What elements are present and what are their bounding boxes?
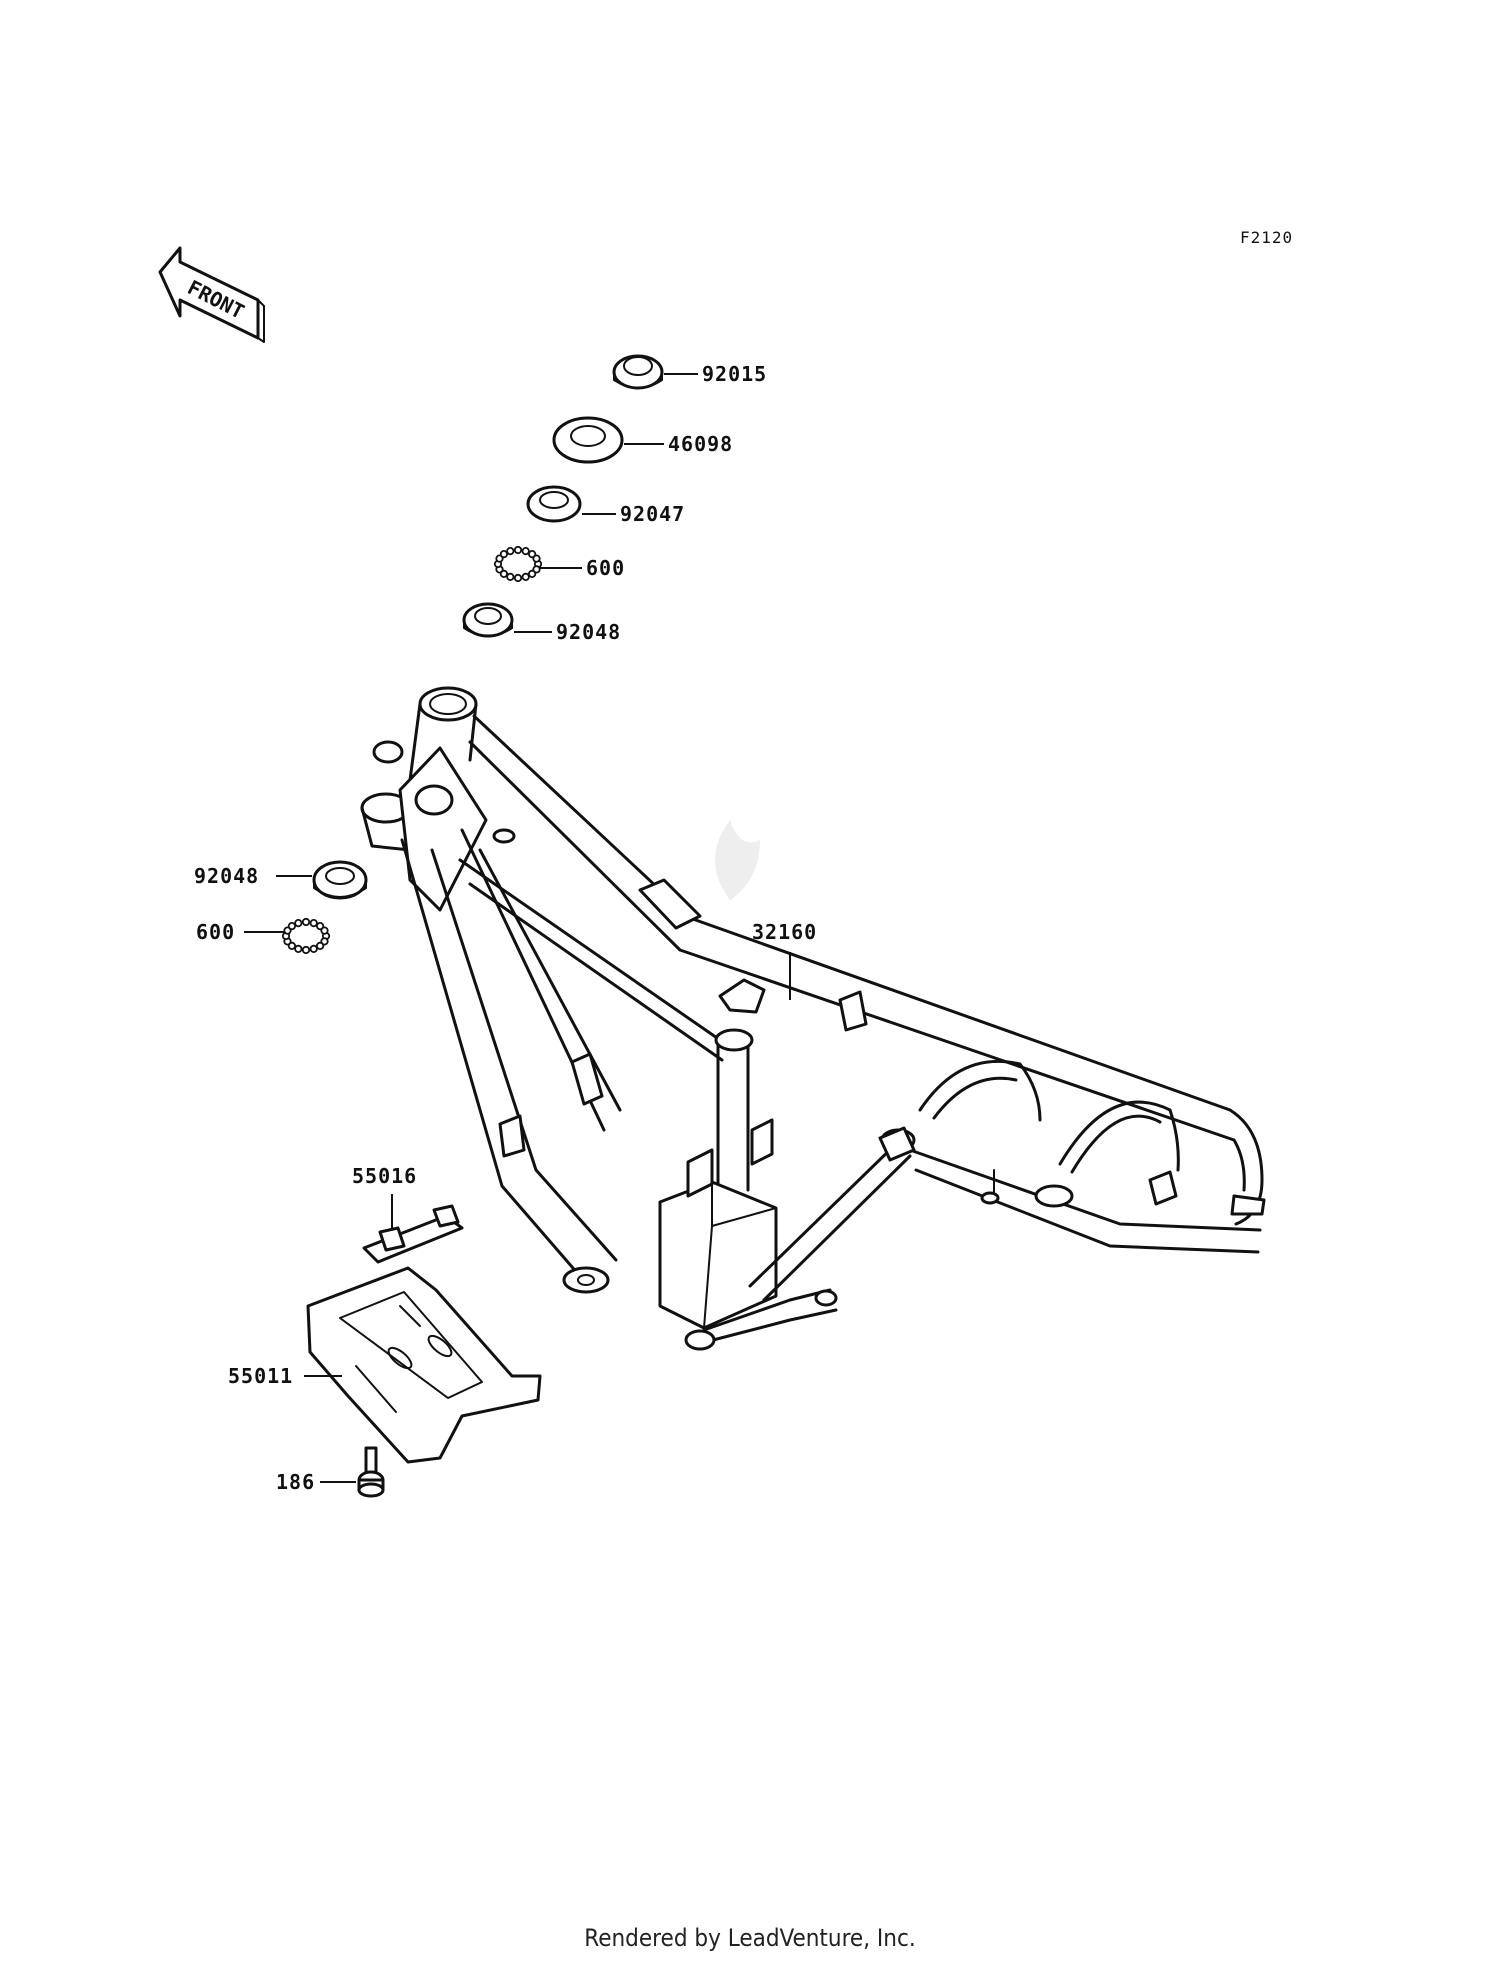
steel-ball-icon [513, 573, 523, 583]
part-label-32160[interactable]: 32160 [752, 920, 818, 944]
seal-icon [552, 416, 624, 464]
render-credit: Rendered by LeadVenture, Inc. [584, 1924, 916, 1952]
steel-ball-icon [513, 545, 523, 555]
part-label-55011[interactable]: 55011 [228, 1364, 294, 1388]
steel-ball-icon [315, 941, 325, 951]
steel-ball-icon [499, 549, 508, 559]
part-label-92015[interactable]: 92015 [702, 362, 768, 386]
frame-icon [360, 686, 1266, 1351]
part-label-600-top[interactable]: 600 [586, 556, 626, 580]
front-arrow-icon: FRONT [158, 246, 265, 343]
steering-stem-nut-icon [612, 354, 664, 390]
bolt-icon [357, 1446, 385, 1498]
part-label-46098[interactable]: 46098 [668, 432, 734, 456]
steel-ball-ring-icon [281, 917, 331, 955]
bearing-race-icon [526, 485, 582, 523]
steel-ball-icon [309, 918, 318, 928]
part-label-55016[interactable]: 55016 [352, 1164, 418, 1188]
steel-ball-icon [532, 554, 541, 563]
bracket-icon [362, 1204, 464, 1264]
steel-ball-icon [506, 546, 515, 556]
steel-ball-icon [287, 921, 296, 931]
steel-ball-icon [294, 918, 303, 928]
diagram-code: F2120 [1240, 228, 1294, 247]
part-label-92047[interactable]: 92047 [620, 502, 686, 526]
watermark-icon [715, 820, 760, 900]
bearing-race-icon [312, 860, 368, 900]
steel-ball-icon [521, 546, 530, 556]
part-label-186[interactable]: 186 [276, 1470, 316, 1494]
part-label-92048-left[interactable]: 92048 [194, 864, 260, 888]
steel-ball-icon [301, 945, 311, 955]
part-label-600-left[interactable]: 600 [196, 920, 236, 944]
steel-ball-icon [527, 569, 537, 579]
steel-ball-icon [301, 917, 311, 927]
bearing-race-icon [462, 602, 514, 638]
steel-ball-icon [506, 572, 515, 582]
skid-plate-icon [306, 1266, 542, 1464]
steel-ball-icon [320, 926, 329, 935]
part-label-92048-top[interactable]: 92048 [556, 620, 622, 644]
steel-ball-icon [294, 944, 303, 954]
steel-ball-ring-icon [493, 545, 543, 583]
steel-ball-icon [521, 572, 530, 582]
steel-ball-icon [309, 944, 318, 954]
